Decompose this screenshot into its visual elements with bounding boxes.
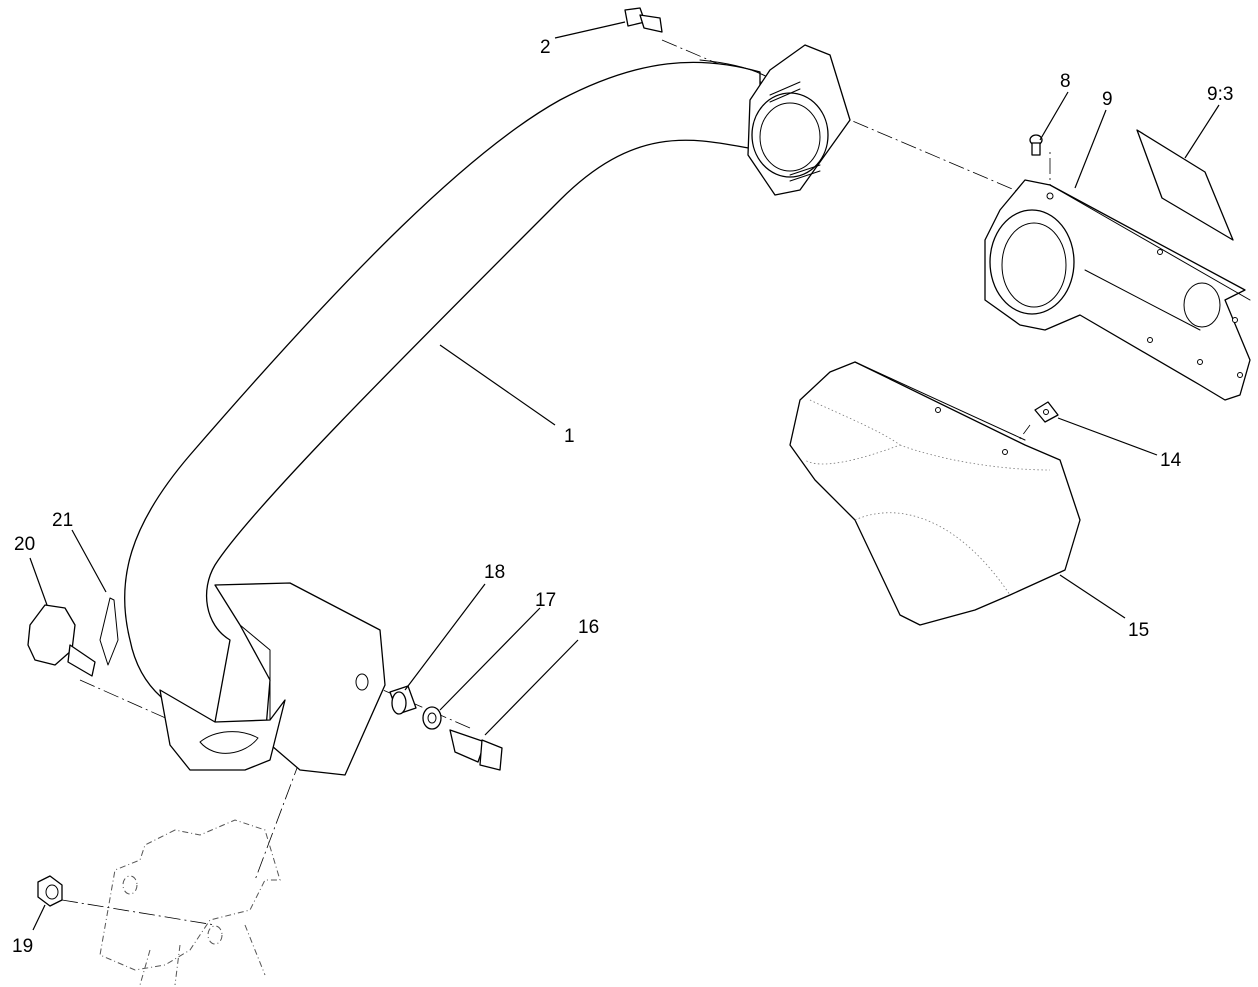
leader-lines [29,21,1220,931]
part-8-screw [1029,134,1043,156]
part-2-bolt [624,7,663,33]
callout-14: 14 [1160,450,1182,471]
tube-lower-bracket [159,582,386,776]
callout-8: 8 [1060,71,1071,92]
part-9-3-decal [1136,129,1234,241]
callout-labels: 1 2 8 9 9:3 14 15 16 17 18 19 20 21 [12,37,1233,957]
callout-21: 21 [52,510,73,531]
callout-15: 15 [1128,620,1149,641]
part-15-shroud [789,361,1081,626]
tube-top-flange [747,44,851,196]
part-17-washer [422,706,442,730]
part-21-hairpin-clip [99,597,119,666]
part-16-bolt [449,729,503,771]
part-18-spacer [389,685,417,715]
part-19-nut [37,875,63,907]
callout-19: 19 [12,936,33,957]
part-1-tube-handle [124,59,776,723]
part-9-bracket [984,179,1251,401]
callout-20: 20 [14,534,35,555]
callout-16: 16 [578,617,599,638]
callout-18: 18 [484,562,505,583]
part-20-knob [27,604,96,677]
callout-17: 17 [535,590,556,611]
callout-2: 2 [540,37,551,58]
part-14-clip-nut [1034,401,1059,423]
ghost-mount-bracket [99,819,281,986]
callout-1: 1 [564,426,575,447]
callout-9: 9 [1102,89,1113,110]
callout-9-3: 9:3 [1207,84,1233,105]
